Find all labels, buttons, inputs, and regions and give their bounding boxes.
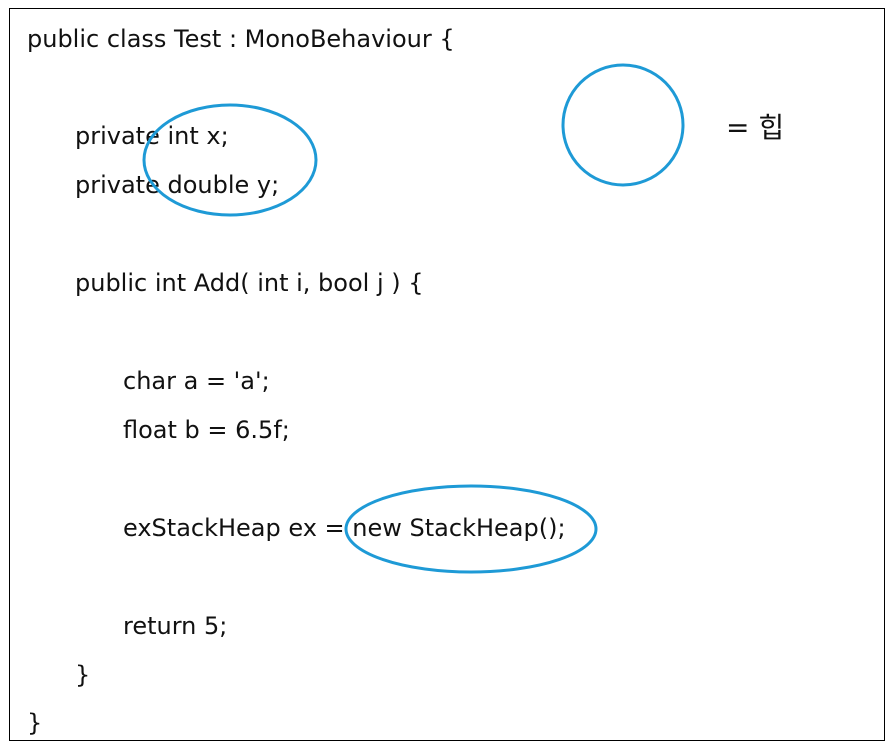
code-line-class-declaration: public class Test : MonoBehaviour { <box>27 25 455 53</box>
code-line-char-local: char a = 'a'; <box>123 367 270 395</box>
code-line-return: return 5; <box>123 612 228 640</box>
code-line-class-close: } <box>27 709 43 737</box>
heap-fields-ellipse <box>142 103 318 217</box>
heap-legend-circle <box>561 63 685 187</box>
heap-new-object-ellipse <box>344 484 598 574</box>
code-frame <box>9 8 885 741</box>
code-line-method-close: } <box>75 661 91 689</box>
code-line-field-y: private double y; <box>75 171 280 199</box>
code-line-new-object: exStackHeap ex = new StackHeap(); <box>123 514 566 542</box>
code-line-float-local: float b = 6.5f; <box>123 416 290 444</box>
heap-legend-label: = 힙 <box>726 111 785 144</box>
code-line-method-declaration: public int Add( int i, bool j ) { <box>75 269 424 297</box>
